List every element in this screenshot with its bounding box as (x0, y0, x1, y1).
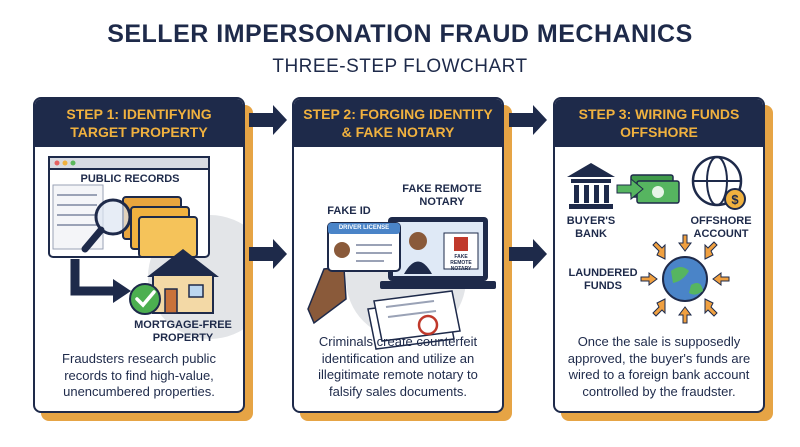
step-3-illustration: $ (567, 155, 746, 324)
step-1-illustration (48, 156, 243, 339)
mortgage-free-property-label: MORTGAGE-FREE PROPERTY (134, 319, 232, 344)
fake-id-label: FAKE ID (327, 205, 371, 217)
laundered-funds-label: LAUNDERED FUNDS (568, 267, 638, 292)
buyers-bank-label: BUYER'S BANK (566, 215, 616, 240)
step-3-panel: STEP 3: WIRING FUNDS OFFSHORE $ (553, 97, 773, 421)
arrow-step-1-to-2-top (249, 105, 287, 135)
step-1-heading: STEP 1: IDENTIFYING TARGET PROPERTY (35, 99, 243, 147)
step-2-panel: STEP 2: FORGING IDENTITY & FAKE NOTARY (292, 97, 512, 421)
diagram-title: SELLER IMPERSONATION FRAUD MECHANICS (107, 20, 693, 48)
step-3-heading: STEP 3: WIRING FUNDS OFFSHORE (555, 99, 763, 147)
svg-text:$: $ (731, 192, 739, 207)
step-1-panel: STEP 1: IDENTIFYING TARGET PROPERTY (33, 97, 253, 421)
step-1-description: Fraudsters research public records to fi… (62, 351, 216, 399)
driver-license-text: DRIVER LICENSE (338, 225, 390, 231)
diagram-subtitle: THREE-STEP FLOWCHART (272, 56, 528, 77)
public-records-label: PUBLIC RECORDS (80, 173, 180, 185)
arrow-step-2-to-3-mid (509, 239, 547, 269)
step-3-description: Once the sale is supposedly approved, th… (567, 334, 751, 399)
fake-remote-notary-label: FAKE REMOTE NOTARY (402, 183, 482, 208)
step-2-heading: STEP 2: FORGING IDENTITY & FAKE NOTARY (294, 99, 502, 147)
step-2-illustration (307, 217, 496, 350)
arrow-step-1-to-2-mid (249, 239, 287, 269)
arrow-step-2-to-3-top (509, 105, 547, 135)
offshore-account-label: OFFSHORE ACCOUNT (690, 215, 752, 240)
notary-stamp-text: FAKE REMOTE NOTARY (450, 254, 472, 272)
step-2-description: Criminals create counterfeit identificat… (318, 334, 478, 399)
